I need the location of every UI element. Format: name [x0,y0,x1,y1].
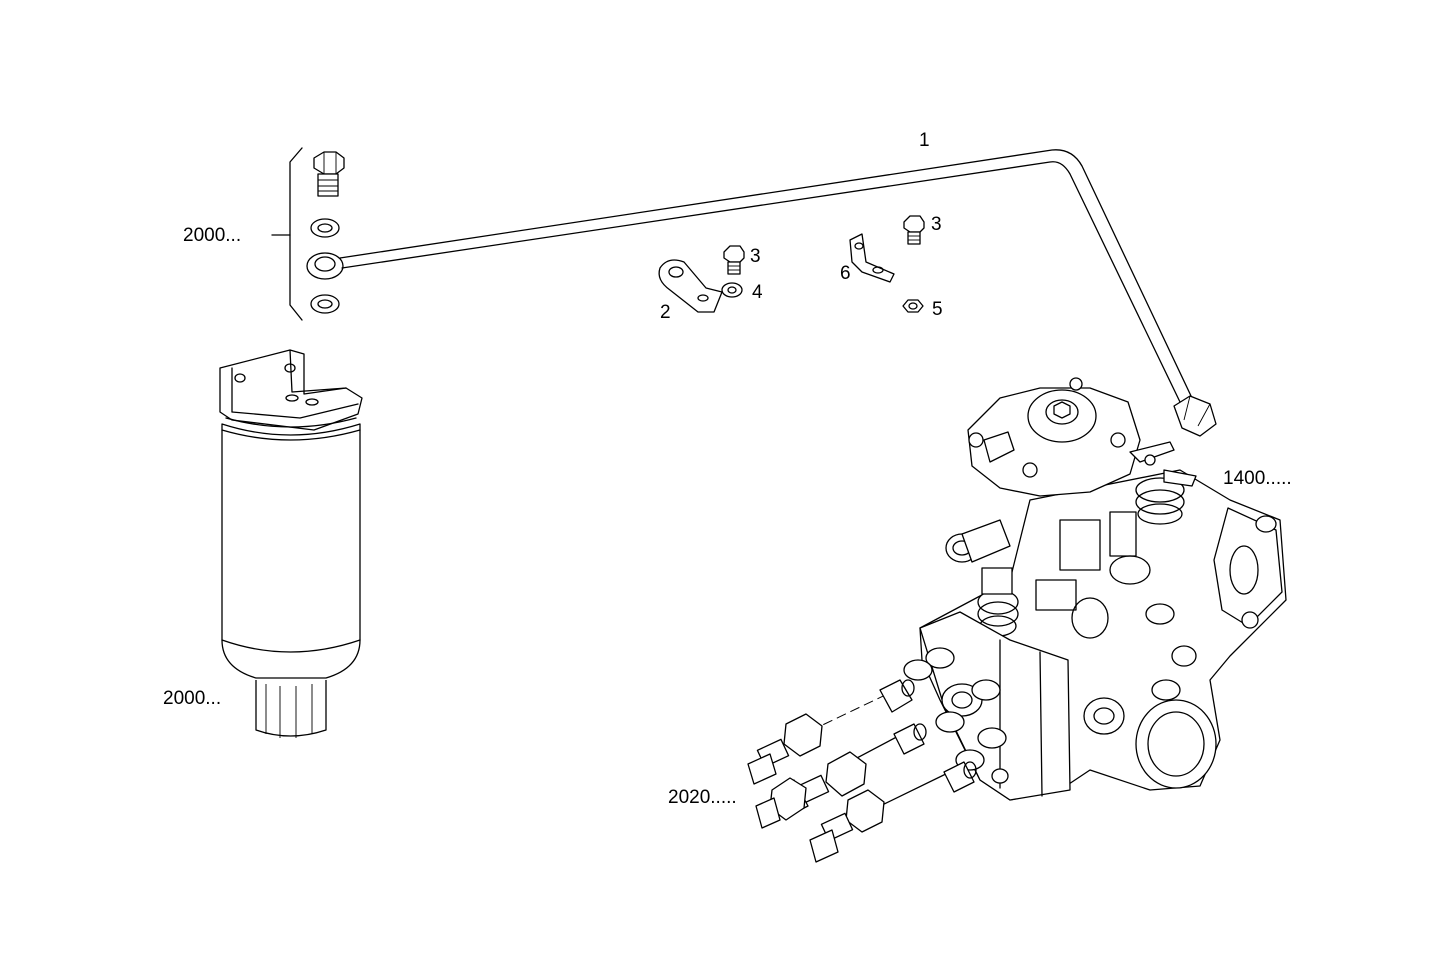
injection-pump [903,377,1287,801]
hex-nut [902,299,924,313]
screw-b [903,215,925,245]
callout-bracket: 6 [840,263,851,284]
pipe-fitting-1 [879,679,915,713]
pipe-clamp [658,259,723,313]
sealing-washer-upper [310,218,340,238]
callout-pipe: 1 [919,130,930,151]
injector-nut-3 [809,789,885,863]
angle-bracket [849,233,895,283]
injector-nut-2 [755,751,867,829]
injector-pipes [747,679,977,863]
pipe-fitting-2 [893,723,927,755]
screw-a [723,245,745,275]
callout-banjo-kit: 2000... [183,225,242,246]
callout-washer: 4 [752,282,763,303]
callout-pump: 1400..... [1223,468,1292,489]
sealing-washer-lower [310,294,340,314]
injector-nut-1 [747,713,823,785]
fuel-pipe [339,149,1217,437]
banjo-bolt [313,151,345,197]
fuel-filter [219,349,363,738]
pipe-fitting-3 [943,761,977,793]
callout-filter: 2000... [163,688,222,709]
banjo-fitting [306,252,344,280]
banjo-kit-group [271,147,345,321]
pipe-union-nut [1173,395,1217,437]
callout-nut: 5 [932,299,943,320]
plain-washer [721,282,743,298]
callout-screw-b: 3 [931,214,942,235]
callout-screw-a: 3 [750,246,761,267]
callout-clamp: 2 [660,302,671,323]
callout-injector-pipes: 2020..... [668,787,737,808]
